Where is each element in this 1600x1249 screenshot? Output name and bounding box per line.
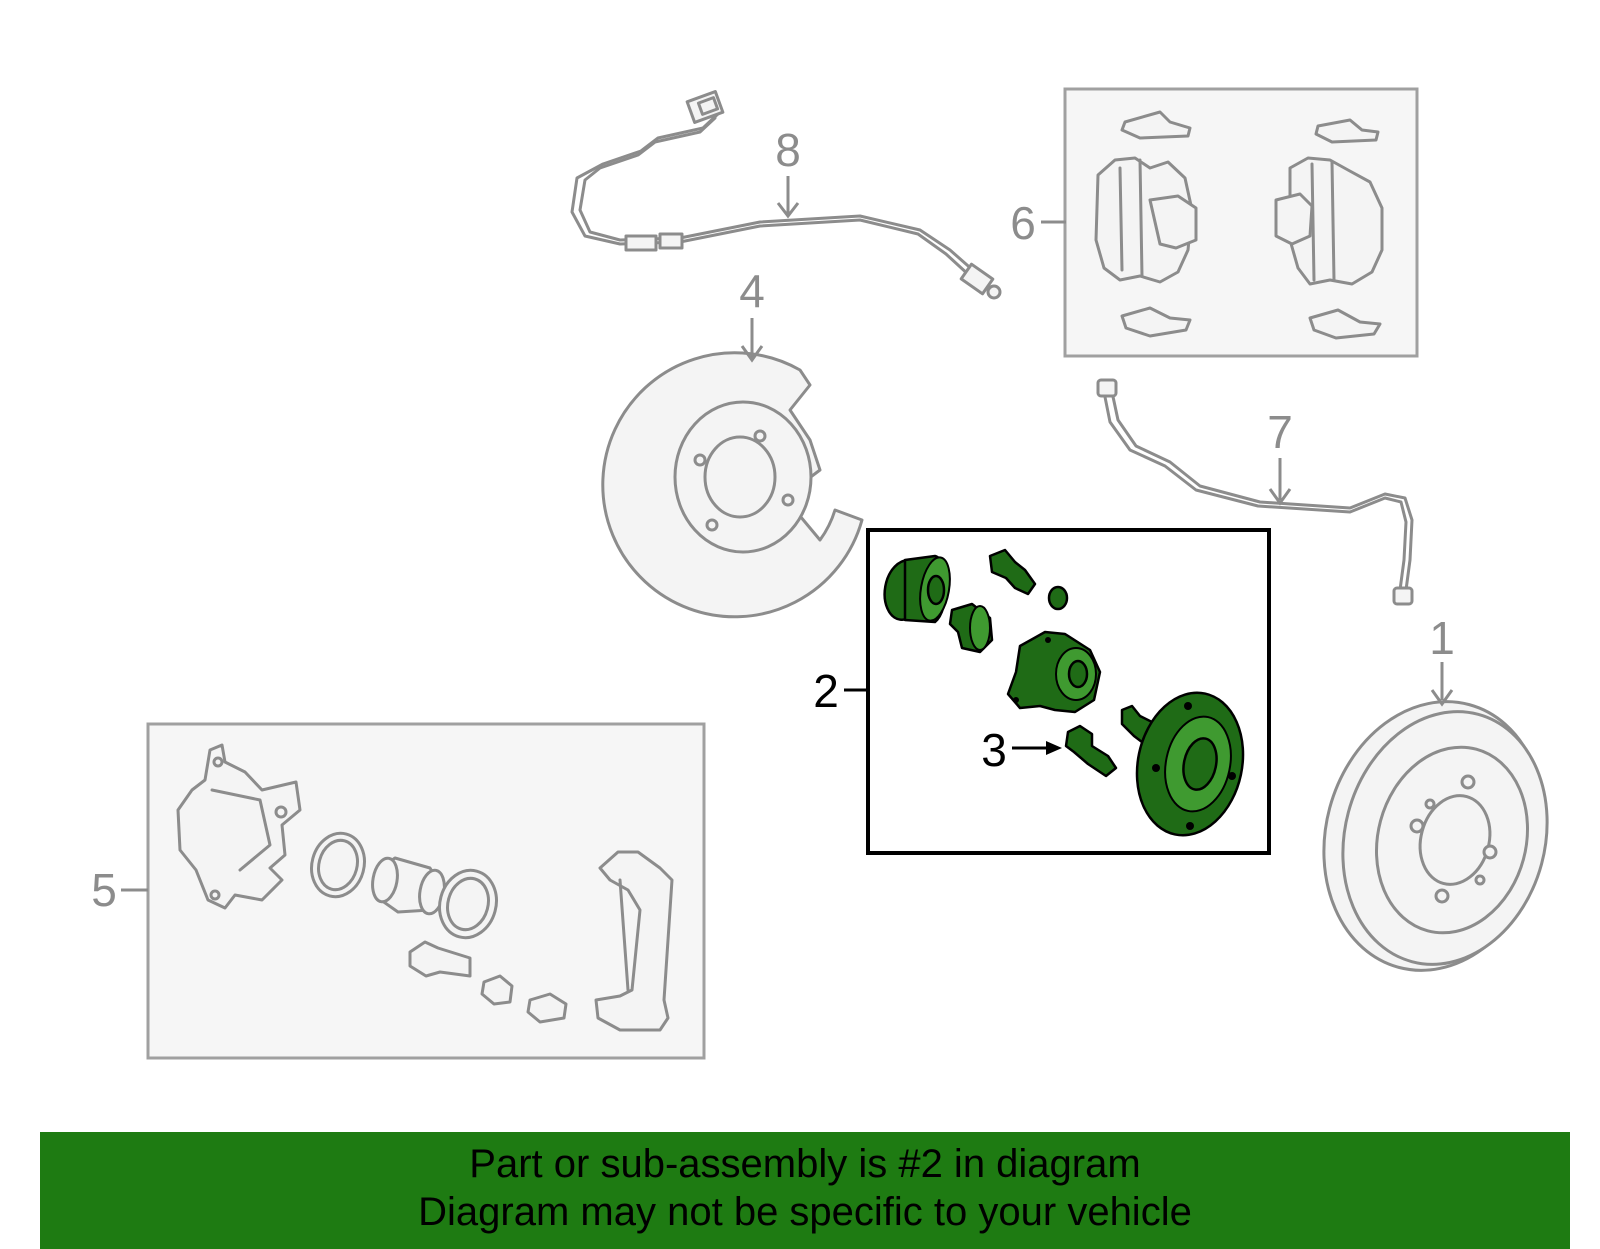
part-6-brake-pad-kit[interactable]	[1063, 87, 1419, 358]
callout-3: 3	[981, 724, 1007, 776]
callout-6-group: 6	[1010, 197, 1066, 249]
callout-6: 6	[1010, 197, 1036, 249]
part-1-brake-rotor[interactable]	[1294, 677, 1574, 996]
callout-5: 5	[91, 864, 117, 916]
part-2-hub-assembly[interactable]	[866, 528, 1271, 855]
banner-line-disclaimer: Diagram may not be specific to your vehi…	[418, 1190, 1192, 1234]
callout-8-group: 8	[775, 124, 801, 219]
callout-7: 7	[1267, 406, 1293, 458]
callout-5-group: 5	[91, 864, 148, 916]
part-5-caliper-kit[interactable]	[146, 722, 706, 1060]
parts-diagram: 8 6 4	[91, 87, 1574, 1060]
callout-1: 1	[1429, 612, 1455, 664]
callout-4-group: 4	[739, 265, 765, 363]
callout-8: 8	[775, 124, 801, 176]
part-8-speed-sensor[interactable]	[570, 90, 1002, 300]
callout-2-group: 2	[813, 665, 868, 717]
callout-3-group: 3	[981, 724, 1062, 776]
callout-7-group: 7	[1267, 406, 1293, 506]
part-4-dust-shield[interactable]	[601, 351, 864, 619]
banner-line-part-number: Part or sub-assembly is #2 in diagram	[469, 1142, 1141, 1186]
info-banner: Part or sub-assembly is #2 in diagram Di…	[40, 1132, 1570, 1249]
callout-1-group: 1	[1429, 612, 1455, 707]
part-7-brake-hose[interactable]	[1096, 378, 1414, 606]
callout-4: 4	[739, 265, 765, 317]
callout-2: 2	[813, 665, 839, 717]
